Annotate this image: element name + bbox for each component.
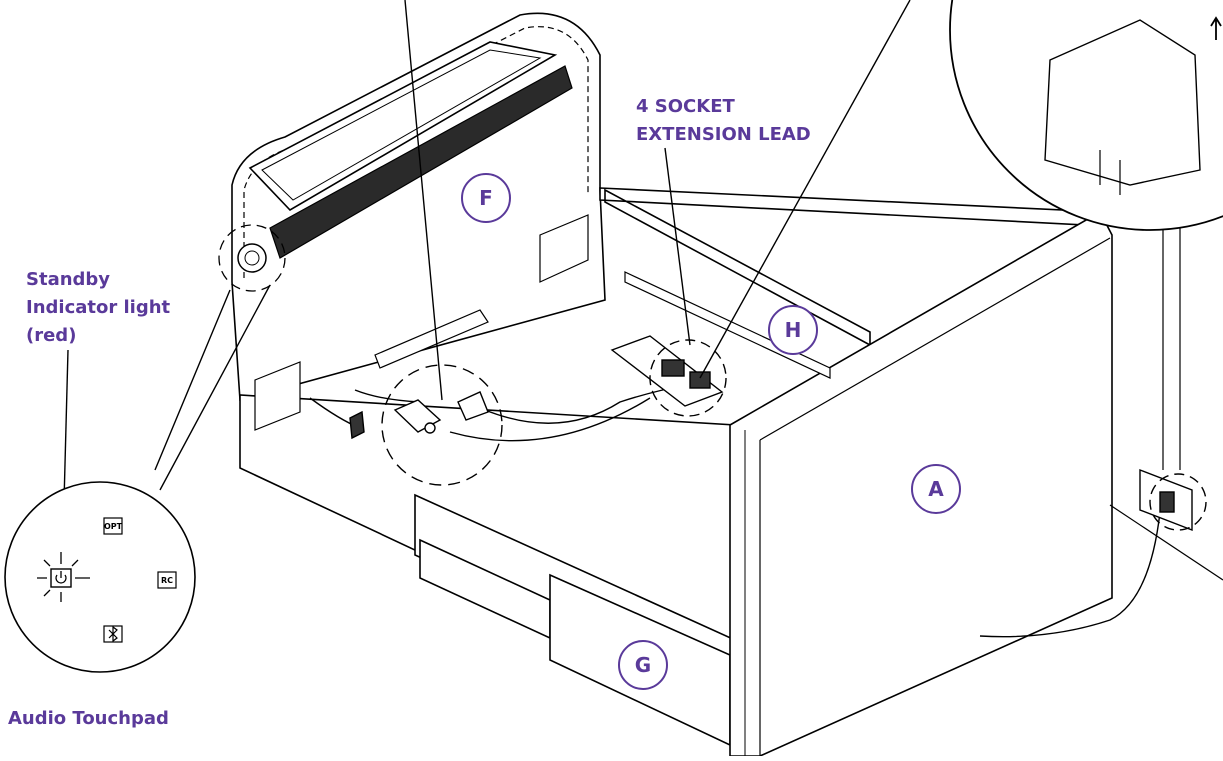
standby-label-line2: Indicator light: [26, 297, 171, 318]
svg-text:F: F: [479, 186, 493, 210]
socket-label-line2: EXTENSION LEAD: [636, 124, 811, 145]
touchpad-knob: [218, 224, 286, 292]
bluetooth-icon: [103, 625, 123, 643]
socket-label-line1: 4 SOCKET: [636, 96, 736, 117]
standby-label-line3: (red): [26, 325, 76, 346]
circle-label-f: F: [461, 173, 511, 223]
circle-label-h: H: [768, 305, 818, 355]
cables: [309, 383, 1161, 638]
svg-text:OPT: OPT: [104, 522, 123, 531]
speaker-grille: [269, 65, 573, 259]
svg-text:G: G: [635, 653, 651, 677]
audio-touchpad-detail: OPT RC: [4, 481, 196, 673]
floor-line: [1109, 195, 1223, 581]
extension-lead: [610, 335, 724, 407]
interior-parts: [254, 214, 831, 431]
circle-label-g: G: [618, 640, 668, 690]
svg-text:RC: RC: [161, 576, 173, 585]
standby-label-line1: Standby: [26, 269, 110, 290]
extension-callout-circle: [649, 339, 727, 417]
opt-button: OPT: [103, 517, 123, 535]
svg-text:A: A: [928, 477, 944, 501]
wall-socket: [1139, 468, 1193, 532]
touchpad-label: Audio Touchpad: [8, 708, 169, 729]
circle-label-a: A: [911, 464, 961, 514]
socket-callout-circle: [1149, 473, 1207, 531]
detail-inset: [949, 0, 1223, 231]
power-supply: [349, 391, 489, 440]
power-icon: [37, 552, 90, 602]
psu-callout-circle: [381, 364, 503, 486]
svg-text:H: H: [785, 318, 802, 342]
rc-button: RC: [157, 571, 177, 589]
